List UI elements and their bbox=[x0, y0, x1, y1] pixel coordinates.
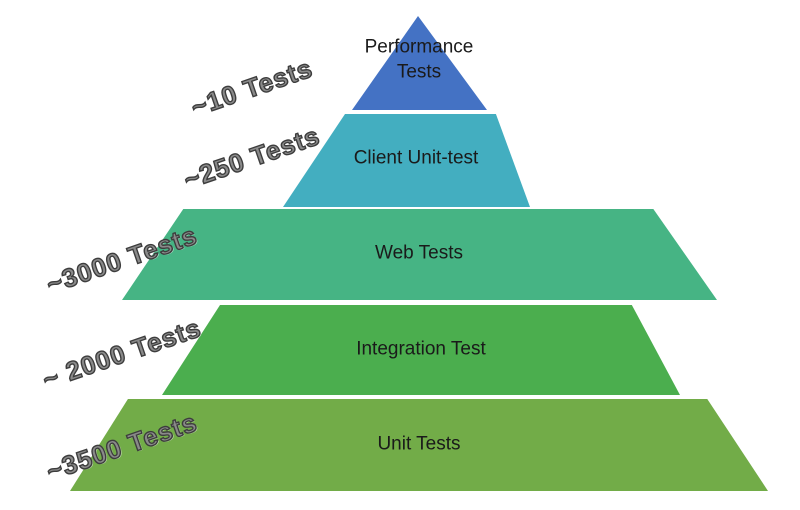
pyramid-layer-integration-test bbox=[162, 305, 680, 395]
layer-label-integration-test: Integration Test bbox=[356, 338, 486, 360]
layer-label-client-unit-test: Client Unit-test bbox=[353, 147, 479, 169]
pyramid-layer-web-tests bbox=[122, 209, 717, 300]
layer-label-unit-tests: Unit Tests bbox=[377, 433, 461, 455]
pyramid-layer-unit-tests bbox=[70, 399, 768, 491]
layer-label-performance-tests: Performance Tests bbox=[364, 36, 474, 82]
layer-label-web-tests: Web Tests bbox=[374, 242, 464, 264]
count-label-performance-tests: ~10 Tests bbox=[187, 52, 318, 123]
